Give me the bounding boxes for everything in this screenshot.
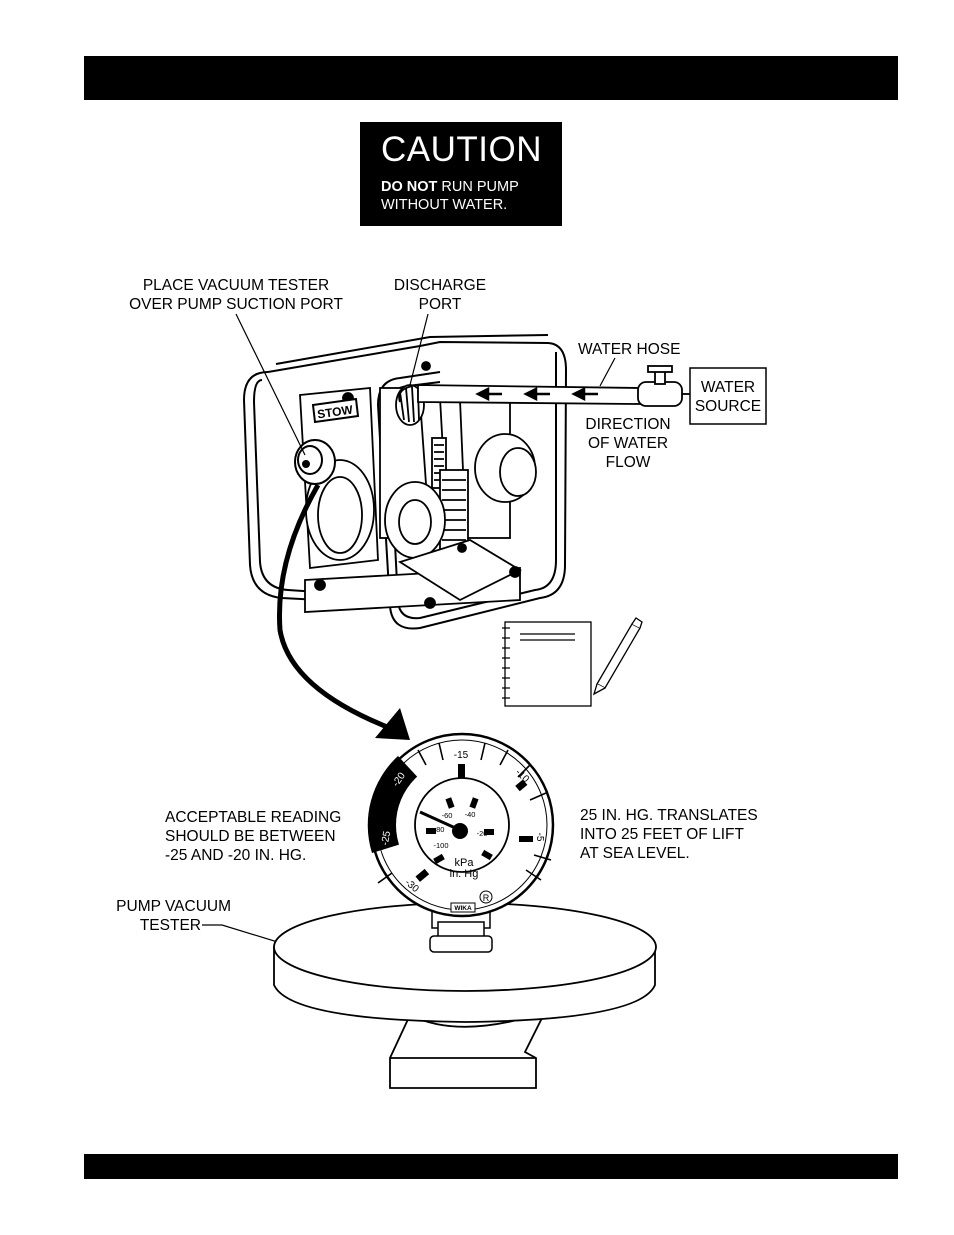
caution-run-pump: RUN PUMP: [437, 179, 519, 195]
inner-label-60: -60: [442, 811, 453, 820]
caution-box: CAUTION DO NOT RUN PUMP WITHOUT WATER.: [360, 122, 562, 226]
pump-suction-port: [294, 439, 336, 485]
label-acceptable-line2: SHOULD BE BETWEEN: [165, 828, 336, 845]
gauge-inner-labels: -100 -80 -60 -40 -20: [433, 810, 487, 850]
gauge-brand: WIKA: [454, 905, 472, 912]
gauge-ticks: [371, 742, 552, 884]
label-translation-line3: AT SEA LEVEL.: [580, 845, 690, 862]
label-direction-line1: DIRECTION: [585, 416, 671, 433]
curved-arrow: [277, 483, 410, 740]
label-acceptable-line1: ACCEPTABLE READING: [165, 809, 342, 826]
label-translation-line1: 25 IN. HG. TRANSLATES: [580, 807, 758, 824]
gauge-unit-kpa: kPa: [455, 857, 475, 869]
header-bar: [84, 56, 898, 100]
caution-text: DO NOT RUN PUMP WITHOUT WATER.: [381, 178, 562, 214]
label-pump-vacuum-tester-line1: PUMP VACUUM: [116, 898, 231, 915]
label-pump-vacuum-tester-line2: TESTER: [139, 917, 201, 934]
label-water-source-line2: SOURCE: [694, 398, 762, 415]
label-acceptable-line3: -25 AND -20 IN. HG.: [165, 847, 307, 864]
outer-label-5: -5: [534, 833, 545, 842]
gauge-inner-ticks: [426, 797, 494, 865]
inner-label-100: -100: [433, 841, 448, 850]
label-water-source: WATER SOURCE: [690, 378, 766, 416]
caution-title: CAUTION: [381, 130, 542, 169]
label-discharge-port-line2: PORT: [418, 296, 462, 313]
water-hose: [398, 384, 641, 405]
vacuum-gauge: -30 -25 -20 -15 -10 -5 -100 -80 -60 -40 …: [367, 732, 555, 953]
caution-do-not: DO NOT: [381, 179, 438, 195]
discharge-port: [395, 384, 425, 426]
label-place-vacuum-tester-line1: PLACE VACUUM TESTER: [142, 277, 330, 294]
registered-mark: R: [483, 893, 490, 903]
flow-arrows: [475, 386, 598, 402]
caution-without-water: WITHOUT WATER.: [381, 197, 508, 213]
pencil-icon: [592, 617, 643, 696]
label-place-vacuum-tester-line2: OVER PUMP SUCTION PORT: [129, 296, 343, 313]
label-discharge-port: DISCHARGE PORT: [385, 276, 495, 314]
label-discharge-port-line1: DISCHARGE: [393, 277, 487, 294]
outer-label-15: -15: [454, 750, 469, 761]
label-acceptable-reading: ACCEPTABLE READING SHOULD BE BETWEEN -25…: [165, 808, 341, 865]
registered-mark-icon: [479, 890, 493, 904]
water-source-box: [689, 367, 767, 425]
label-direction-of-water-flow: DIRECTION OF WATER FLOW: [570, 415, 686, 472]
gauge-brand-plate: [450, 902, 476, 913]
label-water-hose: WATER HOSE: [578, 341, 681, 358]
hose-valve: [637, 365, 690, 407]
label-translation-note: 25 IN. HG. TRANSLATES INTO 25 FEET OF LI…: [580, 806, 758, 863]
label-place-vacuum-tester: PLACE VACUUM TESTER OVER PUMP SUCTION PO…: [120, 276, 352, 314]
stow-nameplate: STOW: [311, 397, 360, 424]
notepad-icon: [502, 621, 592, 707]
inner-label-40: -40: [465, 810, 476, 819]
label-translation-line2: INTO 25 FEET OF LIFT: [580, 826, 744, 843]
outer-label-25: -25: [380, 830, 393, 847]
label-pump-vacuum-tester: PUMP VACUUM TESTER: [100, 897, 231, 935]
gauge-major-ticks: [399, 764, 533, 882]
inner-label-80: -80: [434, 825, 445, 834]
pump-nameplate-text: STOW: [316, 402, 354, 421]
gauge-unit-inhg: in. Hg: [450, 868, 479, 880]
label-direction-line3: FLOW: [605, 454, 651, 471]
label-water-source-line1: WATER: [700, 379, 756, 396]
label-direction-line2: OF WATER: [587, 435, 669, 452]
inner-label-20: -20: [477, 829, 488, 838]
footer-bar: [84, 1154, 898, 1179]
